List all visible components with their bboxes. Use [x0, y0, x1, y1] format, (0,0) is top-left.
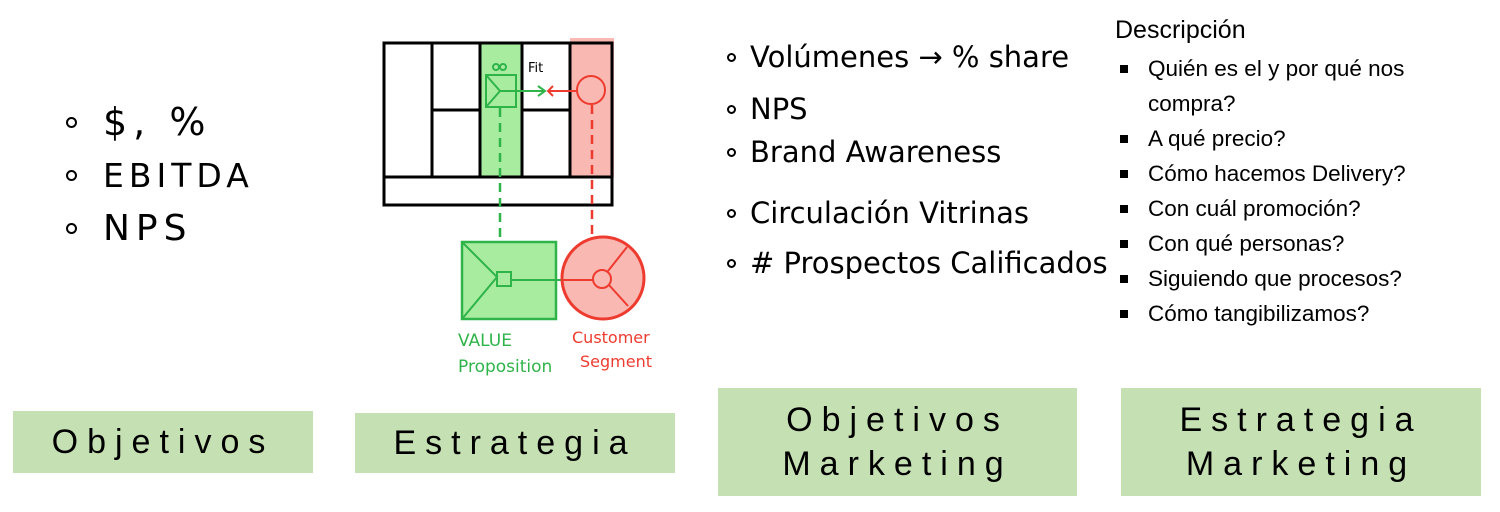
estrategia-marketing-label-box: Estrategia Marketing [1121, 388, 1481, 496]
description-item-text: Quién es el y por qué nos compra? [1148, 56, 1405, 116]
description-item-text: Cómo hacemos Delivery? [1148, 161, 1406, 186]
marketing-objective-item: NPS [727, 92, 808, 126]
objetivos-label-box: Objetivos [13, 411, 313, 473]
description-item-text: Con qué personas? [1148, 231, 1345, 256]
canvas-grid [382, 41, 614, 207]
description-title: Descripción [1115, 16, 1246, 44]
marketing-objective-item: Brand Awareness [727, 135, 1001, 169]
objetivos-item: EBITDA [66, 156, 254, 195]
objetivos-item-text: NPS [103, 208, 193, 249]
description-item-text: Siguiendo que procesos? [1148, 266, 1402, 291]
marketing-objective-item: Circulación Vitrinas [727, 196, 1029, 230]
marketing-objective-text: Volúmenes → % share [750, 40, 1070, 74]
objetivos-label: Objetivos [51, 423, 275, 461]
segment-label: Segment [580, 352, 652, 371]
bullet-icon [727, 258, 736, 268]
description-item: Cómo hacemos Delivery? [1115, 156, 1448, 191]
objetivos-marketing-label-line2: Marketing [782, 445, 1013, 483]
bullet-icon [727, 208, 736, 218]
value-proposition-icon [460, 240, 562, 321]
customer-segment-icon [560, 235, 646, 321]
fit-label: Fit [528, 61, 543, 76]
marketing-objective-text: # Prospectos Calificados [750, 246, 1108, 280]
bullet-icon [66, 223, 77, 234]
description-item-text: Cómo tangibilizamos? [1148, 301, 1370, 326]
strategy-description: Descripción Quién es el y por qué nos co… [1115, 16, 1448, 331]
customer-face-icon [546, 75, 606, 105]
marketing-objective-item: Volúmenes → % share [727, 40, 1069, 74]
estrategia-marketing-label-line1: Estrategia [1179, 401, 1423, 439]
bullet-icon [727, 52, 736, 62]
marketing-objective-text: Circulación Vitrinas [750, 196, 1029, 230]
objetivos-marketing-label-line1: Objetivos [786, 401, 1009, 439]
description-item: Con cuál promoción? [1115, 191, 1448, 226]
estrategia-label: Estrategia [393, 424, 637, 462]
description-item: Con qué personas? [1115, 226, 1448, 261]
value-label: VALUE [458, 331, 512, 351]
objetivos-item-text: $, % [103, 100, 212, 144]
description-item-text: A qué precio? [1148, 126, 1286, 151]
objetivos-item: $, % [66, 100, 211, 144]
description-list: Quién es el y por qué nos compra? A qué … [1115, 51, 1448, 331]
bullet-icon [727, 104, 736, 114]
objetivos-marketing-label-box: Objetivos Marketing [718, 388, 1077, 496]
bullet-icon [66, 116, 77, 128]
marketing-objective-text: NPS [750, 92, 808, 126]
objetivos-item-text: EBITDA [103, 156, 254, 195]
description-item: Siguiendo que procesos? [1115, 261, 1448, 296]
customer-label: Customer [572, 328, 650, 347]
proposition-label: Proposition [458, 357, 552, 377]
bullet-icon [66, 170, 77, 181]
estrategia-marketing-label-line2: Marketing [1185, 445, 1417, 483]
description-item: Quién es el y por qué nos compra? [1115, 51, 1448, 121]
objetivos-item: NPS [66, 208, 193, 249]
description-item-text: Con cuál promoción? [1148, 196, 1361, 221]
marketing-objective-item: # Prospectos Calificados [727, 246, 1108, 280]
description-item: A qué precio? [1115, 121, 1448, 156]
description-item: Cómo tangibilizamos? [1115, 296, 1448, 331]
estrategia-label-box: Estrategia [355, 413, 675, 473]
gift-icon [485, 63, 547, 108]
bullet-icon [727, 147, 736, 157]
marketing-objective-text: Brand Awareness [750, 135, 1002, 169]
